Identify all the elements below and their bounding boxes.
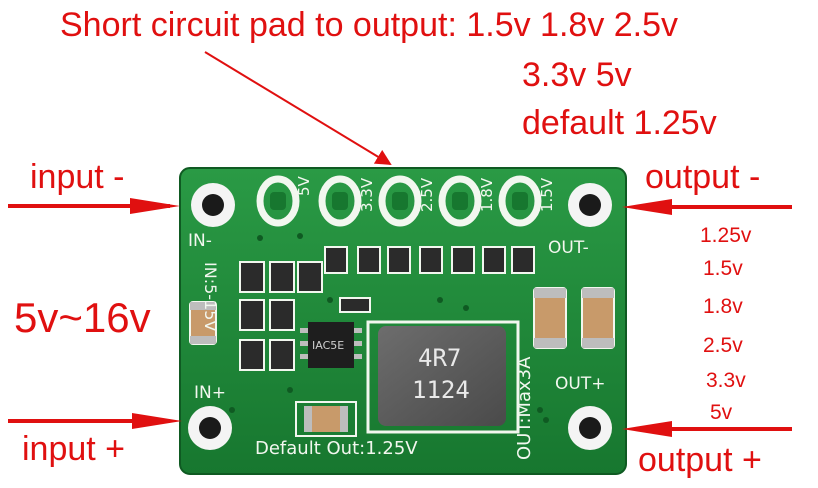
jumper-pad-5v — [256, 175, 300, 227]
output-option: 1.25v — [700, 224, 752, 247]
output-option: 2.5v — [703, 334, 743, 357]
input-plus-arrow — [8, 413, 182, 429]
pad-label-1v8: 1.8V — [478, 177, 496, 212]
jumper-pad-1v8 — [438, 175, 482, 227]
input-plus-label: input + — [22, 430, 126, 468]
silk-out-minus: OUT- — [548, 238, 589, 258]
heading-pointer-arrow — [204, 51, 392, 166]
heading-line-1: Short circuit pad to output: 1.5v 1.8v 2… — [60, 6, 679, 44]
mounting-hole-bottom-right — [568, 406, 612, 450]
input-minus-arrow — [8, 198, 180, 214]
jumper-pad-3v3 — [318, 175, 362, 227]
output-option: 1.8v — [703, 295, 743, 318]
mounting-hole-bottom-left — [188, 406, 232, 450]
output-plus-label: output + — [638, 441, 762, 479]
mounting-hole-top-right — [568, 183, 612, 227]
pad-label-3v3: 3.3V — [358, 177, 376, 212]
ic-marking: IAC5E — [312, 339, 345, 352]
jumper-pad-2v5 — [378, 175, 422, 227]
silk-out-max: OUT:Max3A — [514, 356, 535, 460]
output-option: 5v — [710, 401, 733, 424]
pad-label-1v5: 1.5V — [538, 177, 556, 212]
inductor-marking-line-1: 4R7 — [418, 344, 462, 372]
bottom-capacitor — [295, 401, 357, 437]
silk-in-minus: IN- — [188, 231, 212, 251]
resistor-row — [324, 246, 535, 274]
heading-line-3: default 1.25v — [522, 104, 717, 142]
right-capacitor-1 — [533, 287, 567, 349]
pad-label-2v5: 2.5V — [418, 177, 436, 212]
voltage-range-label: 5v~16v — [14, 294, 151, 341]
ic-resistor — [339, 297, 371, 313]
pad-label-5v: 5V — [295, 176, 313, 196]
inductor-marking-line-2: 1124 — [412, 376, 470, 404]
output-minus-arrow — [622, 199, 792, 215]
inductor — [366, 320, 520, 434]
silk-in-range: IN:5-15V — [201, 262, 220, 332]
output-option: 1.5v — [703, 257, 743, 280]
silk-default-out: Default Out:1.25V — [255, 438, 418, 459]
right-capacitor-2 — [581, 287, 615, 349]
silk-out-plus: OUT+ — [555, 374, 606, 394]
output-option: 3.3v — [706, 369, 746, 392]
vias — [229, 233, 549, 423]
left-capacitor — [189, 301, 217, 345]
silk-in-plus: IN+ — [194, 383, 226, 403]
ic-chip — [300, 322, 362, 368]
output-plus-arrow — [622, 421, 792, 437]
input-minus-label: input - — [30, 158, 125, 196]
output-minus-label: output - — [645, 158, 761, 196]
mounting-hole-top-left — [191, 183, 235, 227]
heading-line-2: 3.3v 5v — [522, 56, 632, 94]
left-components — [239, 261, 323, 371]
jumper-pad-1v5 — [498, 175, 542, 227]
